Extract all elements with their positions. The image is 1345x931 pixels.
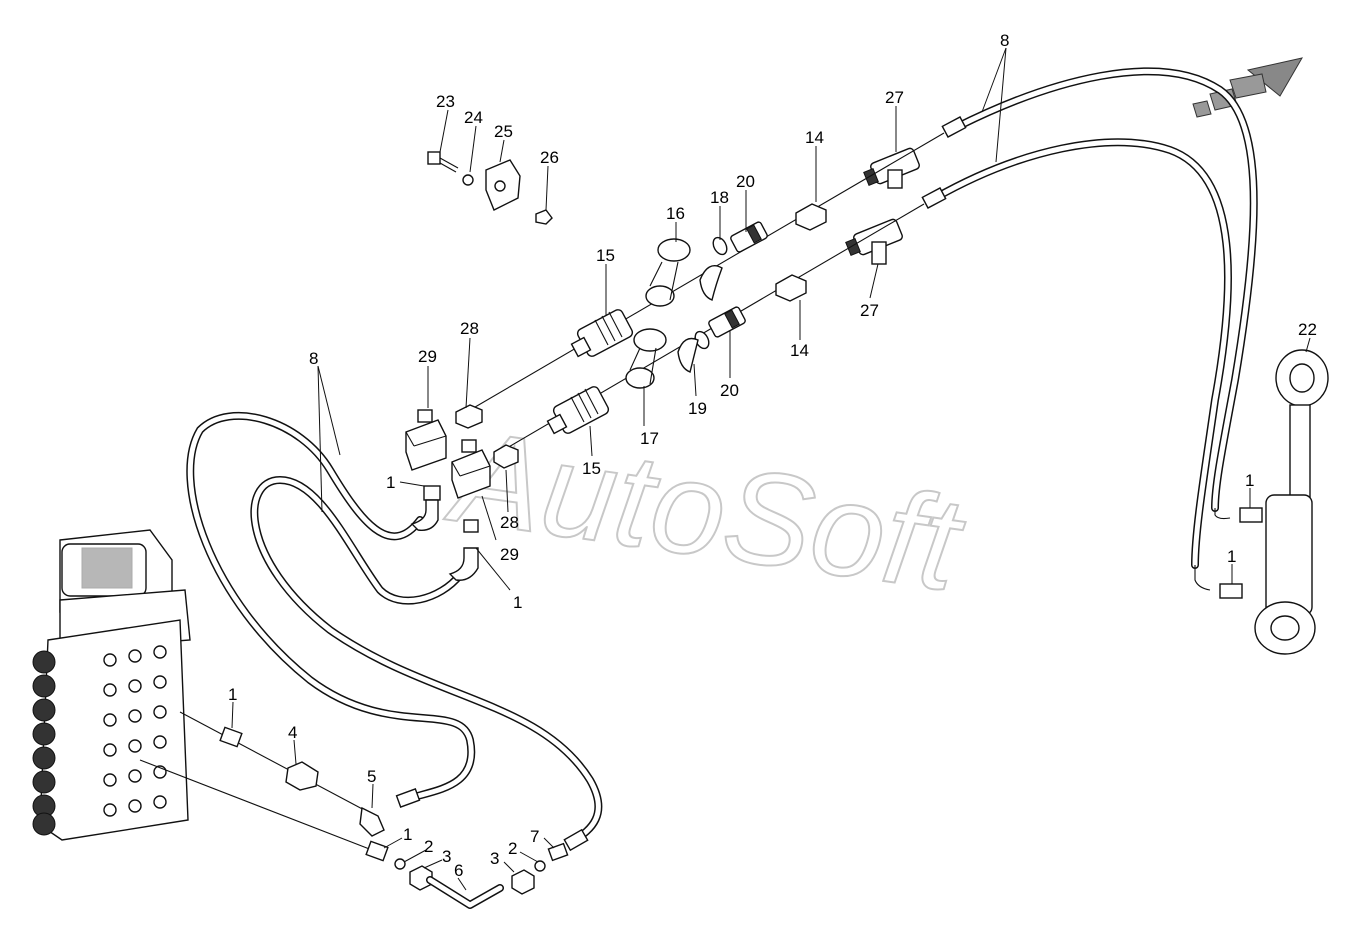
- bolt-23: [427, 151, 459, 173]
- quick-coupler-15-upper: [570, 309, 634, 358]
- dust-cap-19: [677, 337, 699, 373]
- callout-8-left: 8: [309, 349, 318, 368]
- callout-29-bottom: 29: [500, 545, 519, 564]
- callout-4: 4: [288, 723, 297, 742]
- nipple-28-lower: [493, 444, 519, 469]
- valve-block-29-upper: [405, 409, 447, 471]
- callout-15-bottom: 15: [582, 459, 601, 478]
- callout-6: 6: [454, 861, 463, 880]
- callout-1-lower-left: 1: [228, 685, 237, 704]
- coupling-20-lower: [708, 306, 746, 338]
- nipple-28-upper: [455, 404, 483, 429]
- control-valve-assembly: [32, 529, 191, 841]
- hose-end-7-right: [563, 828, 589, 852]
- callout-2-left: 2: [424, 837, 433, 856]
- adapter-7: [547, 842, 569, 862]
- tee-fitting-27-lower: [845, 218, 903, 265]
- lower-fitting-lines: [139, 711, 373, 851]
- elbow-5: [359, 806, 385, 837]
- callout-5: 5: [367, 767, 376, 786]
- callout-8-top: 8: [1000, 31, 1009, 50]
- nut-26: [535, 209, 553, 225]
- hose-8-upper: [931, 67, 1258, 591]
- washer-24: [462, 174, 474, 186]
- pipe-6: [426, 876, 504, 909]
- washer-2-right: [534, 860, 546, 872]
- callout-20-bottom: 20: [720, 381, 739, 400]
- callout-14-top: 14: [805, 128, 824, 147]
- leader-lines: [231, 47, 1311, 891]
- callout-1-cyl-top: 1: [1245, 471, 1254, 490]
- callout-26: 26: [540, 148, 559, 167]
- hose-end-fittings: [921, 116, 967, 209]
- elbow-fitting-1-upper: [410, 485, 441, 531]
- valve-block-29-lower: [451, 439, 491, 499]
- callout-labels: 8 27 14 20 18 16 15 23 24 25 26 28 29 8 …: [228, 31, 1317, 880]
- hose-end-7-left: [395, 788, 421, 808]
- callout-28-bottom: 28: [500, 513, 519, 532]
- watermark-text: AutoSoft: [439, 401, 973, 619]
- nut-3-right: [511, 869, 535, 895]
- callout-24: 24: [464, 108, 483, 127]
- callout-1-cyl-bottom: 1: [1227, 547, 1236, 566]
- callout-29-top: 29: [418, 347, 437, 366]
- callout-1-elbow: 1: [513, 593, 522, 612]
- callout-3-right: 3: [490, 849, 499, 868]
- callout-2-right: 2: [508, 839, 517, 858]
- adapter-1-left: [219, 726, 243, 748]
- valve-port-grid: [103, 645, 167, 817]
- nut-14-lower: [775, 274, 807, 302]
- hydraulic-cylinder-22: [1219, 349, 1329, 655]
- adapter-1-bottom: [365, 840, 389, 862]
- coupling-20-upper: [730, 221, 768, 253]
- nut-14-upper: [795, 203, 827, 231]
- valve-knob-column: [32, 650, 56, 836]
- callout-25: 25: [494, 122, 513, 141]
- callout-20-top: 20: [736, 172, 755, 191]
- callout-1-valve: 1: [386, 473, 395, 492]
- callout-19: 19: [688, 399, 707, 418]
- callout-18: 18: [710, 188, 729, 207]
- washer-2-left: [394, 858, 406, 870]
- callout-28-top: 28: [460, 319, 479, 338]
- callout-7: 7: [530, 827, 539, 846]
- clamp-17: [625, 328, 667, 389]
- clamp-16: [645, 238, 691, 307]
- callout-3-left: 3: [442, 847, 451, 866]
- nut-4: [285, 761, 319, 791]
- bracket-25: [485, 159, 521, 211]
- callout-23: 23: [436, 92, 455, 111]
- quick-coupler-15-lower: [546, 386, 610, 435]
- hose-8-lower-loop: [186, 412, 603, 844]
- callout-27-top: 27: [885, 88, 904, 107]
- callout-22: 22: [1298, 320, 1317, 339]
- callout-15-top: 15: [596, 246, 615, 265]
- callout-16: 16: [666, 204, 685, 223]
- callout-14-bottom: 14: [790, 341, 809, 360]
- callout-17: 17: [640, 429, 659, 448]
- o-ring-18: [712, 236, 728, 256]
- dust-cap-18: [699, 265, 723, 301]
- elbow-fitting-1-lower: [448, 519, 479, 581]
- callout-27-bottom: 27: [860, 301, 879, 320]
- callout-1-bottom: 1: [403, 825, 412, 844]
- tee-fitting-27-upper: [863, 147, 920, 189]
